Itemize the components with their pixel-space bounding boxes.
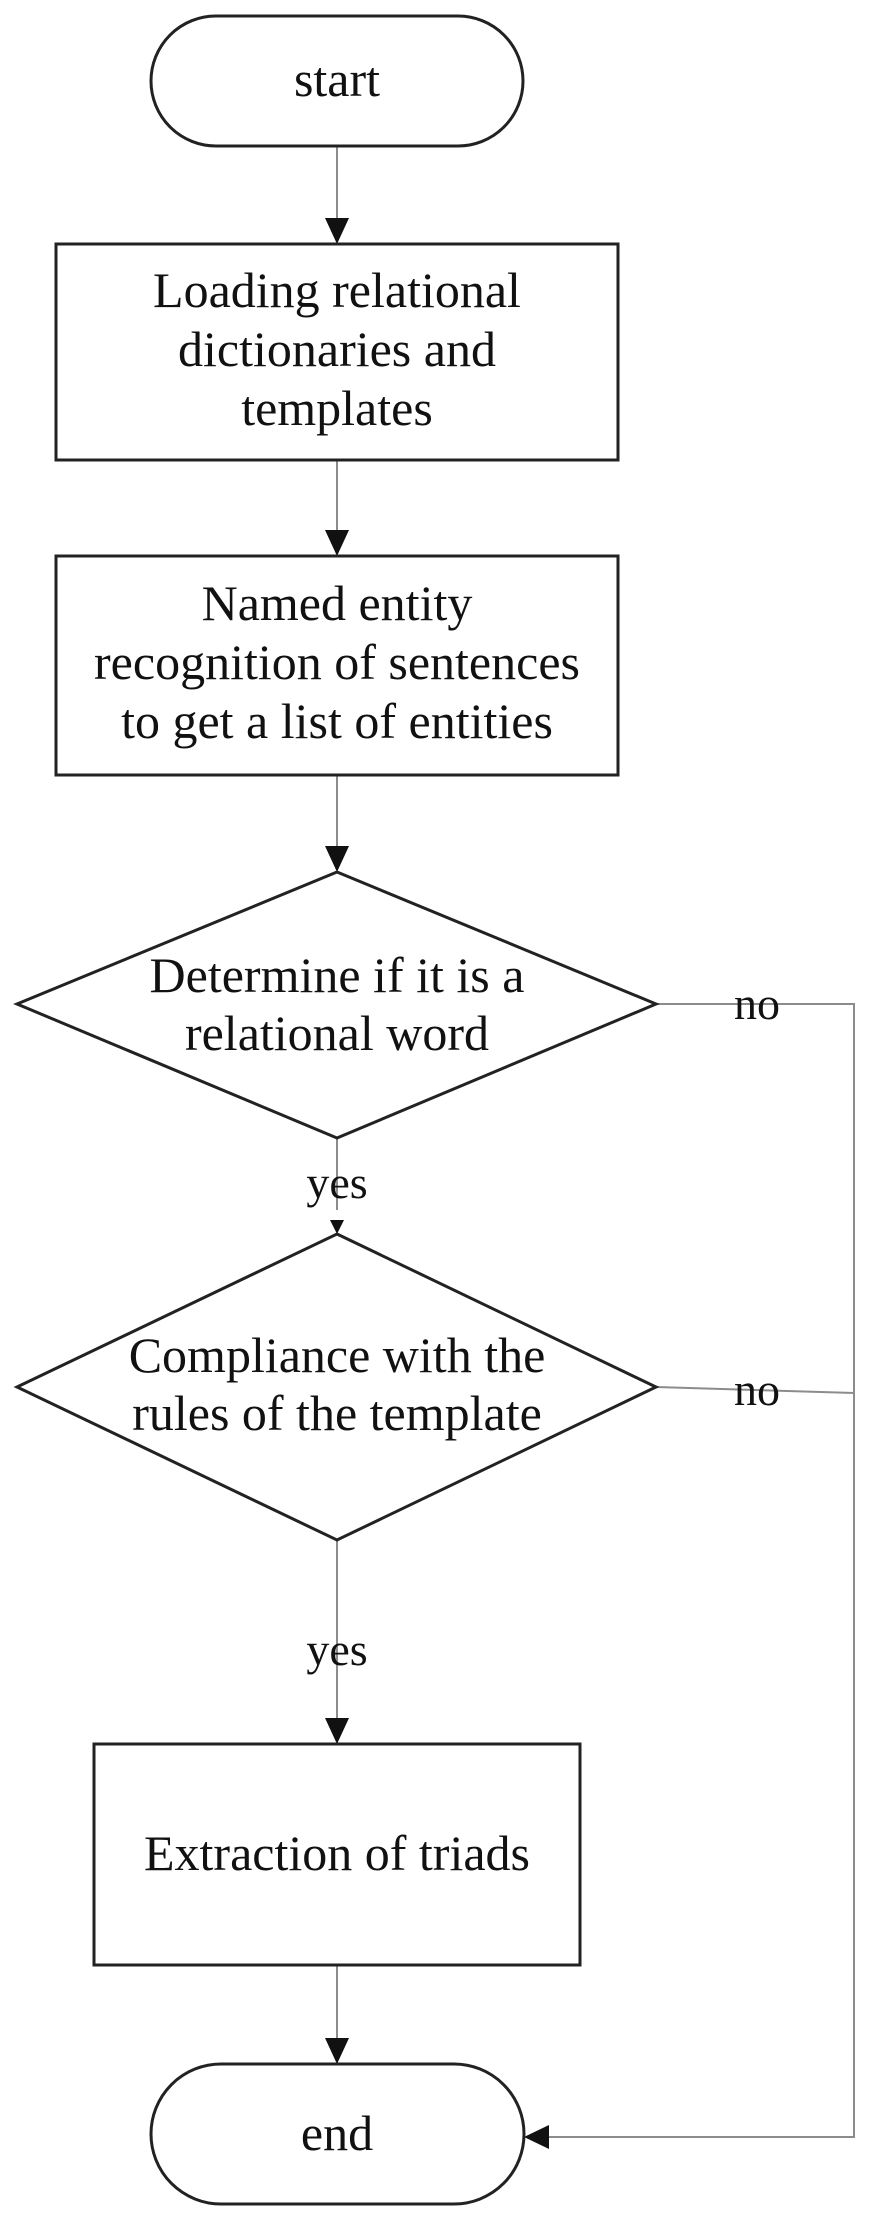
node-decision-template: Compliance with the rules of the templat… [13,1232,660,1542]
edge-decision-template-no [655,1386,855,1394]
node-ner: Named entity recognition of sentences to… [54,554,620,777]
load-process-box [54,242,620,462]
connectors [325,146,855,2149]
arrowhead-load [325,218,349,244]
end-label: end [301,2105,373,2161]
end-terminator [149,2062,526,2206]
arrowhead-decision-relational [325,846,349,872]
ner-label-line-2: recognition of sentences [94,634,580,690]
node-end: end [149,2062,526,2206]
decision-template-label-line-1: Compliance with the [129,1327,546,1383]
arrowhead-end-no [524,2125,549,2149]
edge-label-template-yes: yes [306,1624,367,1675]
edge-labels: yes no yes no [306,978,780,1675]
edge-label-relational-yes: yes [306,1157,367,1208]
edge-label-relational-no: no [734,978,780,1029]
decision-relational-diamond [13,870,660,1140]
decision-template-diamond [13,1232,660,1542]
node-decision-relational: Determine if it is a relational word [13,870,660,1140]
extract-process-box [92,1742,582,1967]
decision-relational-label-line-1: Determine if it is a [150,947,525,1003]
node-load: Loading relational dictionaries and temp… [54,242,620,462]
edge-decision-relational-no [548,1003,855,2138]
extract-label: Extraction of triads [144,1825,530,1881]
load-label-line-3: templates [241,380,433,436]
arrowhead-ner [325,530,349,556]
node-start: start [149,14,525,148]
ner-process-box [54,554,620,777]
load-label-line-1: Loading relational [153,262,521,318]
arrowhead-end [325,2038,349,2064]
node-extract: Extraction of triads [92,1742,582,1967]
ner-label-line-1: Named entity [202,575,473,631]
decision-relational-label-line-2: relational word [185,1005,489,1061]
start-terminator [149,14,525,148]
decision-template-label-line-2: rules of the template [132,1385,542,1441]
start-label: start [294,51,380,107]
arrowhead-decision-template [330,1220,344,1234]
load-label-line-2: dictionaries and [178,321,496,377]
arrowhead-extract [325,1718,349,1744]
ner-label-line-3: to get a list of entities [121,693,553,749]
edge-label-template-no: no [734,1364,780,1415]
